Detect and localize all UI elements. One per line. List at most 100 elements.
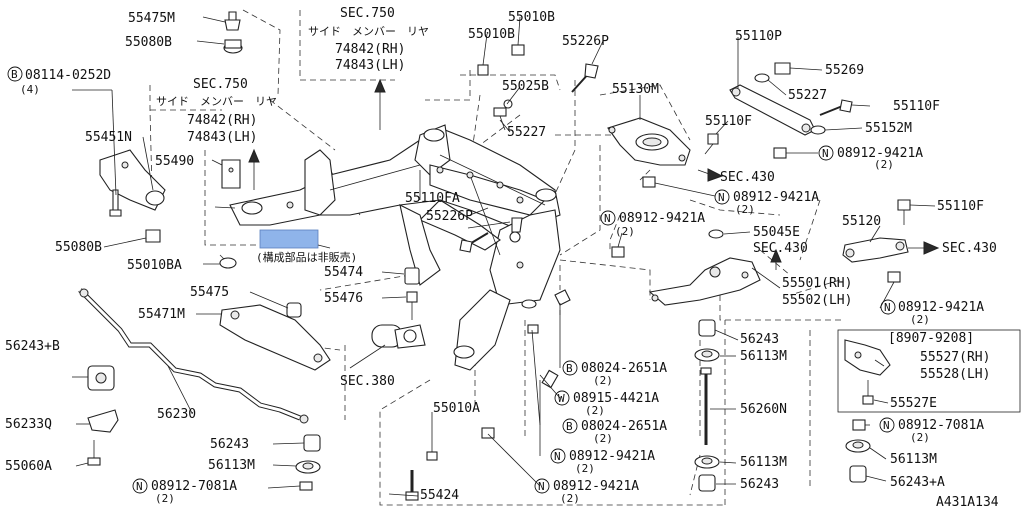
label-55476[interactable]: 55476 (324, 291, 363, 306)
label-55226P-top[interactable]: 55226P (562, 34, 609, 49)
label-55475[interactable]: 55475 (190, 285, 229, 300)
label-08912-9421A-e[interactable]: 08912-9421A (569, 449, 655, 464)
label-56113M-right[interactable]: 56113M (890, 452, 937, 467)
label-08912-7081A-right[interactable]: 08912-7081A (898, 418, 984, 433)
label-56243A[interactable]: 56243+A (890, 475, 945, 490)
label-sec380[interactable]: SEC.380 (340, 374, 395, 389)
label-08114-0252D[interactable]: 08114-0252D (25, 68, 111, 83)
label-08024-2651A-b[interactable]: 08024-2651A (581, 419, 667, 434)
label-56233Q[interactable]: 56233Q (5, 417, 52, 432)
part-n08912-nut-a (642, 176, 656, 188)
label-55527E[interactable]: 55527E (890, 396, 937, 411)
label-55474[interactable]: 55474 (324, 265, 363, 280)
label-55110P[interactable]: 55110P (735, 29, 782, 44)
label-56260N[interactable]: 56260N (740, 402, 787, 417)
label-55110FA[interactable]: 55110FA (405, 191, 460, 206)
nut-symbol-letter: N (718, 191, 725, 204)
nut-symbol-icon (818, 145, 834, 161)
nut-symbol-letter: N (822, 147, 829, 160)
label-55110F-c[interactable]: 55110F (937, 199, 984, 214)
label-56243B[interactable]: 56243+B (5, 339, 60, 354)
label-55227-mid[interactable]: 55227 (507, 125, 546, 140)
label-08912-9421A-g[interactable]: 08912-9421A (553, 479, 639, 494)
label-55010BA[interactable]: 55010BA (127, 258, 182, 273)
label-55501-rh[interactable]: 55501(RH) (782, 276, 852, 291)
label-08912-9421A-c[interactable]: 08912-9421A (619, 211, 705, 226)
label-56243[interactable]: 56243 (740, 332, 779, 347)
label-08915-4421A[interactable]: 08915-4421A (573, 391, 659, 406)
label-55010A[interactable]: 55010A (433, 401, 480, 416)
label-sec430-a[interactable]: SEC.430 (720, 170, 775, 185)
nut-symbol-icon (534, 478, 550, 494)
label-55025B[interactable]: 55025B (502, 79, 549, 94)
label-55152M[interactable]: 55152M (865, 121, 912, 136)
part-56113M-washer-mid (694, 455, 720, 469)
label-55010B-b[interactable]: 55010B (468, 27, 515, 42)
bolt-symbol-letter: B (566, 362, 573, 375)
label-56113M-mid[interactable]: 56113M (740, 455, 787, 470)
label-sec750-left[interactable]: SEC.750 (193, 77, 248, 92)
label-55227-right[interactable]: 55227 (788, 88, 827, 103)
label-08024-2651A-a[interactable]: 08024-2651A (581, 361, 667, 376)
rear-suspension-member-crossmember (229, 124, 561, 371)
highlight-not-sold-box (259, 229, 319, 249)
label-55080B[interactable]: 55080B (55, 240, 102, 255)
part-56233Q-clamp (87, 409, 119, 433)
label-55045E[interactable]: 55045E (753, 225, 800, 240)
part-56243-bushing-bot (698, 474, 716, 492)
washer-symbol-letter: W (558, 392, 565, 405)
label-55471M[interactable]: 55471M (138, 307, 185, 322)
label-55120[interactable]: 55120 (842, 214, 881, 229)
label-55110F-b[interactable]: 55110F (705, 114, 752, 129)
label-55110F-a[interactable]: 55110F (893, 99, 940, 114)
label-74842-top[interactable]: 74842(RH) (335, 42, 405, 57)
bolt-symbol-letter: B (566, 420, 573, 433)
label-56243-low[interactable]: 56243 (210, 437, 249, 452)
label-55269[interactable]: 55269 (825, 63, 864, 78)
label-55475M[interactable]: 55475M (128, 11, 175, 26)
label-55490[interactable]: 55490 (155, 154, 194, 169)
nut-symbol-icon (879, 417, 895, 433)
label-55060A[interactable]: 55060A (5, 459, 52, 474)
part-55490-bracket (221, 159, 241, 189)
label-55080B-top[interactable]: 55080B (125, 35, 172, 50)
label-sec430-c[interactable]: SEC.430 (942, 241, 997, 256)
label-55010B-a[interactable]: 55010B (508, 10, 555, 25)
label-sec750-top-jp: サイド メンバー リヤ (308, 25, 429, 38)
label-sec750-top[interactable]: SEC.750 (340, 6, 395, 21)
label-55527-rh[interactable]: 55527(RH) (920, 350, 990, 365)
label-74843-top[interactable]: 74843(LH) (335, 58, 405, 73)
label-08912-d-qty: (2) (910, 313, 930, 326)
label-55502-lh[interactable]: 55502(LH) (782, 293, 852, 308)
label-08912-9421A-a[interactable]: 08912-9421A (837, 146, 923, 161)
part-55475-bushing (286, 302, 302, 318)
label-56230[interactable]: 56230 (157, 407, 196, 422)
diagram-id: A431A134 (936, 495, 999, 510)
label-08912-9421A-d[interactable]: 08912-9421A (898, 300, 984, 315)
label-55424[interactable]: 55424 (420, 488, 459, 503)
label-55130M[interactable]: 55130M (612, 82, 659, 97)
part-55227-washer-right (754, 73, 770, 83)
part-55025B-bolt (493, 99, 513, 131)
nut-symbol-icon (132, 478, 148, 494)
part-55080B-nut (145, 229, 161, 243)
label-55226P-mid[interactable]: 55226P (426, 209, 473, 224)
label-sec430-b[interactable]: SEC.430 (753, 241, 808, 256)
label-56113M-low[interactable]: 56113M (208, 458, 255, 473)
part-55501-lower-arm (648, 257, 761, 306)
label-08912-9421A-b[interactable]: 08912-9421A (733, 190, 819, 205)
label-55451N[interactable]: 55451N (85, 130, 132, 145)
label-74843-left[interactable]: 74843(LH) (187, 130, 257, 145)
label-08912-7081A-left[interactable]: 08912-7081A (151, 479, 237, 494)
label-56243-bot[interactable]: 56243 (740, 477, 779, 492)
part-56243-bushing-low (303, 434, 321, 452)
label-55528-lh[interactable]: 55528(LH) (920, 367, 990, 382)
label-74842-left[interactable]: 74842(RH) (187, 113, 257, 128)
label-56113M[interactable]: 56113M (740, 349, 787, 364)
bolt-symbol-icon (562, 418, 578, 434)
label-08912-c-qty: (2) (615, 225, 635, 238)
label-08912-e-qty: (2) (575, 462, 595, 475)
label-08024-a-qty: (2) (593, 374, 613, 387)
part-55010A-bolt (426, 430, 438, 461)
